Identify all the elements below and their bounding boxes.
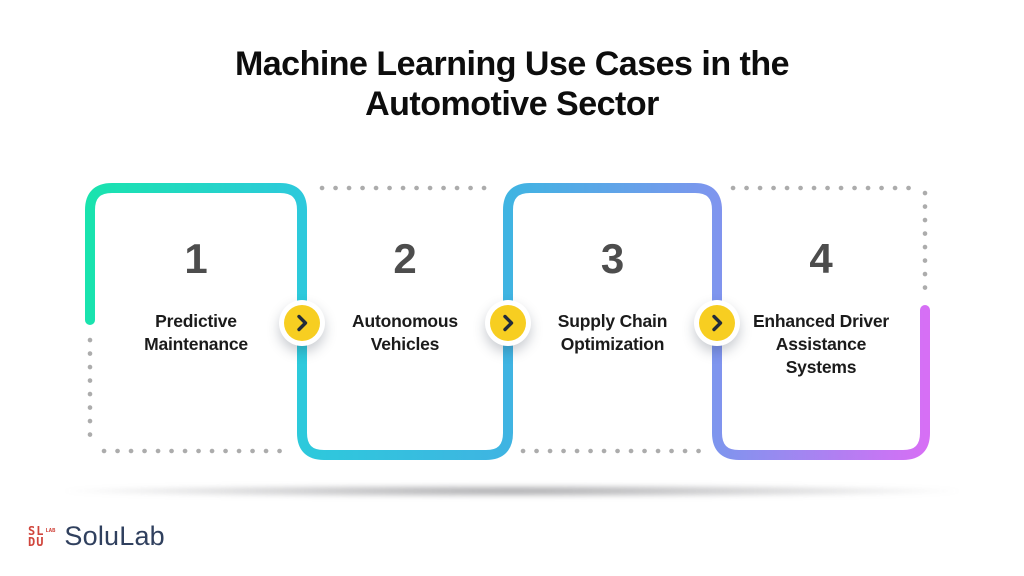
- chevron-right-icon: [490, 305, 526, 341]
- logo-mark-side: LAB: [45, 527, 56, 534]
- arrow-step3-to-step4: [694, 300, 740, 346]
- chevron-right-icon: [284, 305, 320, 341]
- logo-mark-top: SL: [28, 523, 45, 538]
- arrow-step1-to-step2: [279, 300, 325, 346]
- brand-logo: SL DU LAB SoluLab: [28, 521, 165, 552]
- arrow-step2-to-step3: [485, 300, 531, 346]
- page-title: Machine Learning Use Cases in the Automo…: [234, 45, 790, 124]
- logo-mark-bottom: DU: [28, 534, 45, 549]
- brand-name: SoluLab: [64, 521, 165, 551]
- chevron-right-icon: [699, 305, 735, 341]
- ground-shadow: [58, 484, 966, 498]
- solulab-logo-icon: SL DU LAB: [28, 523, 56, 549]
